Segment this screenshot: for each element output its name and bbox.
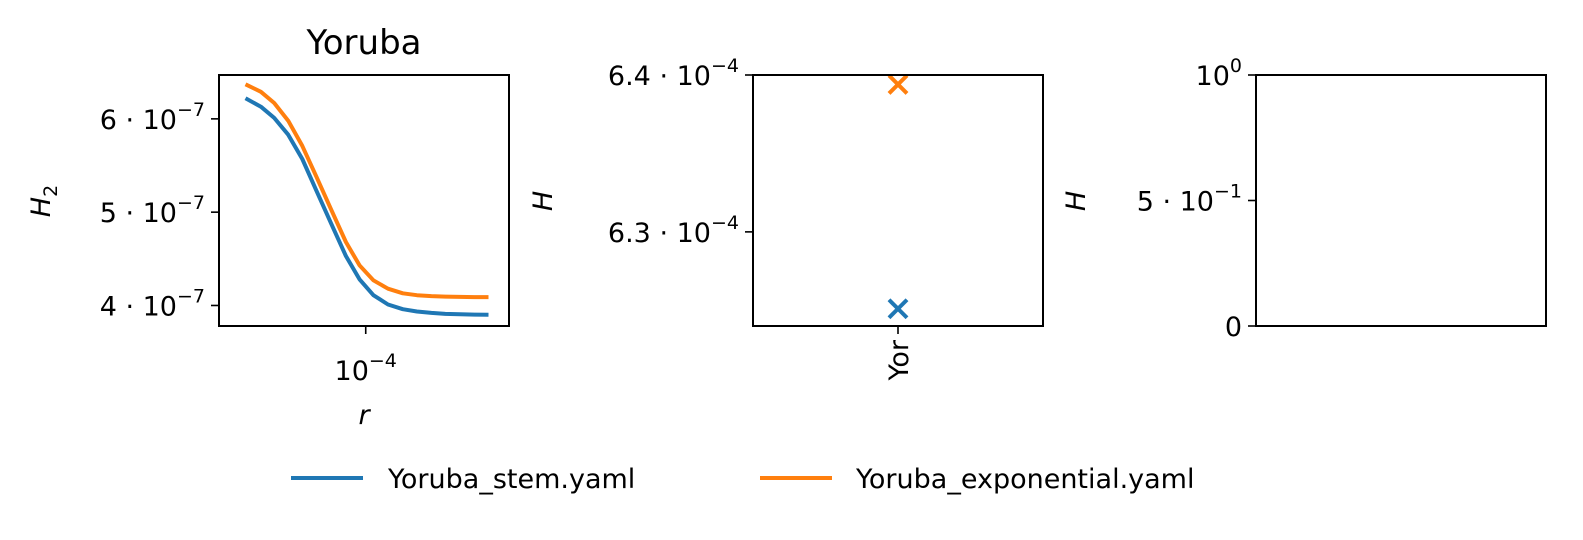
panel2-ytick-label-0: 6.3 · 10−4 bbox=[608, 212, 739, 249]
panel1-ytick-label-2: 6 · 10−7 bbox=[100, 99, 205, 136]
legend-label-stem: Yoruba_stem.yaml bbox=[387, 464, 635, 495]
panel1-ytick-label-1: 5 · 10−7 bbox=[100, 192, 205, 229]
panel-yoruba-h2-vs-r: Yoruba 4 · 10−75 · 10−76 · 10−7 10−4 r H… bbox=[26, 23, 510, 431]
panel2-marker-series-1 bbox=[887, 73, 909, 95]
panel2-ytick-label-1-times: · 10 bbox=[651, 61, 711, 92]
panel1-ylabel: H2 bbox=[26, 185, 62, 217]
panel1-xtick-label-0: 10−4 bbox=[335, 350, 397, 387]
panel1-ylabel-main: H bbox=[26, 197, 57, 217]
panel2-ytick-label-0-exponent: −4 bbox=[711, 212, 739, 234]
panel2-ytick-label-1-mantissa: 6.4 bbox=[608, 61, 651, 92]
panel1-xtick-label-0-base: 10 bbox=[335, 356, 369, 387]
panel1-ytick-label-0: 4 · 10−7 bbox=[100, 285, 205, 322]
panel2-y-ticks: 6.3 · 10−46.4 · 10−4 bbox=[608, 55, 753, 249]
panel3-ytick-label-2-base: 10 bbox=[1196, 61, 1230, 92]
panel2-marker-series-0 bbox=[887, 298, 909, 320]
panel2-x-ticks: Yor bbox=[884, 326, 915, 382]
panel1-title: Yoruba bbox=[306, 23, 422, 63]
legend-label-exponential: Yoruba_exponential.yaml bbox=[855, 464, 1194, 495]
panel1-ytick-label-0-mantissa: 4 bbox=[100, 291, 117, 322]
legend: Yoruba_stem.yaml Yoruba_exponential.yaml bbox=[291, 464, 1194, 495]
panel1-y-ticks: 4 · 10−75 · 10−76 · 10−7 bbox=[100, 99, 219, 322]
panel3-ytick-label-1-mantissa: 5 bbox=[1137, 187, 1154, 218]
panel2-frame bbox=[752, 74, 1044, 327]
panel1-xlabel: r bbox=[358, 400, 371, 431]
panel1-ytick-label-0-exponent: −7 bbox=[177, 285, 205, 307]
panel2-markers bbox=[887, 73, 909, 320]
panel3-ytick-label-0: 0 bbox=[1225, 312, 1242, 343]
panel2-xtick-label-0: Yor bbox=[884, 339, 915, 381]
panel1-ytick-label-2-times: · 10 bbox=[117, 105, 177, 136]
panel2-ytick-label-1-exponent: −4 bbox=[711, 55, 739, 77]
panel3-ytick-label-1: 5 · 10−1 bbox=[1137, 181, 1242, 218]
panel1-ytick-label-1-exponent: −7 bbox=[177, 192, 205, 214]
panel1-ytick-label-1-mantissa: 5 bbox=[100, 198, 117, 229]
panel1-series-lines bbox=[244, 82, 489, 317]
panel1-line-series-0 bbox=[244, 96, 489, 317]
panel2-ylabel: H bbox=[528, 191, 559, 211]
panel1-ytick-label-1-times: · 10 bbox=[117, 198, 177, 229]
panel1-xtick-label-0-exponent: −4 bbox=[369, 350, 397, 372]
panel3-ytick-label-1-exponent: −1 bbox=[1214, 181, 1242, 203]
panel3-frame bbox=[1255, 74, 1547, 327]
panel3-ytick-label-2: 100 bbox=[1196, 55, 1242, 92]
panel1-line-series-1 bbox=[244, 82, 489, 300]
panel3-ylabel: H bbox=[1061, 191, 1092, 211]
panel1-ytick-label-2-mantissa: 6 bbox=[100, 105, 117, 136]
panel2-ytick-label-1: 6.4 · 10−4 bbox=[608, 55, 739, 92]
panel3-ytick-label-2-exponent: 0 bbox=[1230, 55, 1242, 77]
panel2-ytick-label-0-mantissa: 6.3 bbox=[608, 218, 651, 249]
panel1-frame bbox=[218, 74, 510, 327]
panel1-x-ticks: 10−4 bbox=[335, 326, 397, 387]
panel1-ytick-label-0-times: · 10 bbox=[117, 291, 177, 322]
panel-h-scatter: 6.3 · 10−46.4 · 10−4 Yor H bbox=[528, 55, 1044, 382]
panel2-ytick-label-0-times: · 10 bbox=[651, 218, 711, 249]
panel3-ytick-label-1-times: · 10 bbox=[1154, 187, 1214, 218]
panel1-ylabel-sub: 2 bbox=[40, 185, 62, 197]
panel1-ytick-label-2-exponent: −7 bbox=[177, 99, 205, 121]
